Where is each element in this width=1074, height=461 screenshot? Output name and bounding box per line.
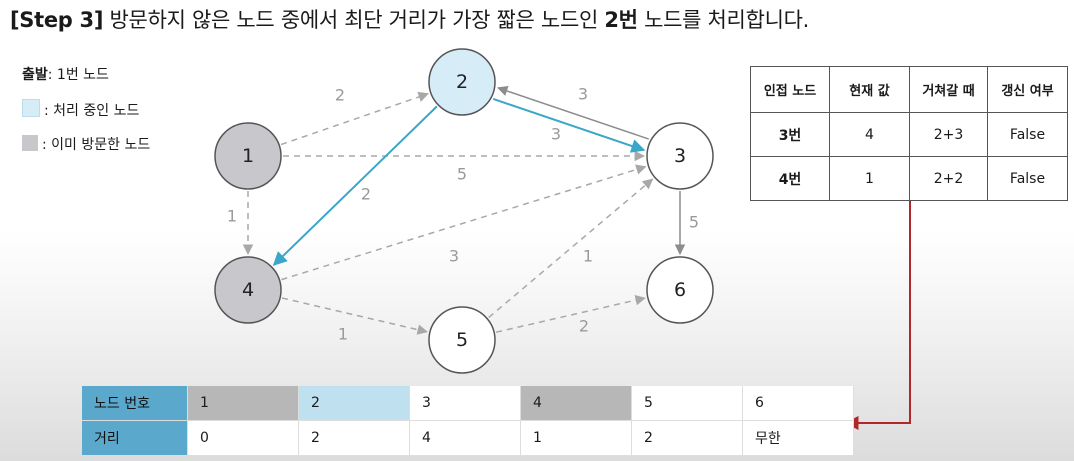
edge-weight-label: 2 (335, 86, 345, 105)
node-label: 1 (242, 145, 254, 167)
adjacency-row: 4번 1 2+2 False (750, 156, 1068, 201)
node-1 (214, 122, 282, 190)
adjacency-cell: 3번 (750, 112, 830, 157)
node-number-cell: 2 (298, 386, 410, 421)
distance-cell: 4 (409, 420, 521, 456)
legend-start-value: : 1번 노드 (47, 67, 109, 83)
legend-processing: : 처리 중인 노드 (22, 99, 139, 120)
node-2 (428, 48, 496, 116)
title-highlight: 2번 (604, 8, 638, 32)
node-number-cell: 4 (520, 386, 632, 421)
edge-4-to-5 (281, 297, 428, 335)
distance-cell: 무한 (742, 420, 854, 456)
adjacency-cell: 1 (829, 156, 910, 201)
adjacency-header: 현재 값 (829, 66, 910, 113)
edge-1-to-2 (280, 91, 429, 146)
processing-swatch (22, 99, 40, 117)
distance-node-row: 노드 번호 1 2 3 4 5 6 (82, 386, 854, 421)
title-text-b: 노드를 처리합니다. (637, 8, 810, 32)
edge-weight-label: 2 (361, 185, 371, 204)
title-text-a: 방문하지 않은 노드 중에서 최단 거리가 가장 짧은 노드인 (103, 8, 605, 32)
edge-weight-label: 1 (583, 247, 593, 266)
adjacency-header: 갱신 여부 (987, 66, 1068, 113)
distance-table: 노드 번호 1 2 3 4 5 6 거리 0 2 4 1 2 무한 (82, 386, 854, 456)
legend-start: 출발: 1번 노드 (22, 64, 109, 84)
visited-swatch (22, 135, 38, 151)
distance-row-label: 거리 (82, 420, 188, 456)
edge-5-to-6 (495, 295, 646, 333)
red-connector-arrow (844, 200, 911, 430)
edge-weight-label: 2 (579, 317, 589, 336)
node-number-cell: 3 (409, 386, 521, 421)
edge-weight-label: 3 (551, 125, 561, 144)
adjacency-cell: 2+3 (909, 112, 988, 157)
node-5 (428, 306, 496, 374)
node-number-cell: 6 (742, 386, 854, 421)
adjacency-row: 3번 4 2+3 False (750, 112, 1068, 157)
node-number-cell: 5 (631, 386, 743, 421)
adjacency-table: 인접 노드 현재 값 거쳐갈 때 갱신 여부 3번 4 2+3 False 4번… (750, 66, 1068, 201)
edge-2-to-3 (492, 97, 646, 153)
distance-row-label: 노드 번호 (82, 386, 188, 421)
adjacency-header: 거쳐갈 때 (909, 66, 988, 113)
adjacency-cell: False (987, 112, 1068, 157)
node-label: 5 (456, 329, 468, 351)
edge-weight-label: 5 (457, 165, 467, 184)
distance-value-row: 거리 0 2 4 1 2 무한 (82, 420, 854, 456)
distance-cell: 2 (298, 420, 410, 456)
step-label: [Step 3] (10, 8, 104, 32)
distance-cell: 1 (520, 420, 632, 456)
node-label: 4 (242, 279, 254, 301)
node-label: 6 (674, 279, 686, 301)
adjacency-header-row: 인접 노드 현재 값 거쳐갈 때 갱신 여부 (750, 66, 1068, 113)
adjacency-cell: 4번 (750, 156, 830, 201)
legend-visited-label: : 이미 방문한 노드 (42, 137, 151, 153)
adjacency-cell: False (987, 156, 1068, 201)
edge-weight-label: 3 (449, 247, 459, 266)
node-3 (646, 122, 714, 190)
edge-weight-label: 1 (338, 325, 348, 344)
node-number-cell: 1 (187, 386, 299, 421)
node-4 (214, 256, 282, 324)
legend-start-label: 출발 (22, 67, 48, 83)
node-label: 2 (456, 71, 468, 93)
edge-weight-label: 5 (689, 213, 699, 232)
distance-cell: 0 (187, 420, 299, 456)
edge-weight-label: 3 (578, 85, 588, 104)
edge-2-to-4 (272, 105, 438, 266)
legend-visited: : 이미 방문한 노드 (22, 134, 150, 154)
edge-weight-label: 1 (227, 207, 237, 226)
adjacency-header: 인접 노드 (750, 66, 830, 113)
adjacency-cell: 2+2 (909, 156, 988, 201)
adjacency-cell: 4 (829, 112, 910, 157)
step-title: [Step 3] 방문하지 않은 노드 중에서 최단 거리가 가장 짧은 노드인… (10, 4, 809, 34)
edge-5-to-3 (488, 178, 654, 318)
distance-cell: 2 (631, 420, 743, 456)
legend-processing-label: : 처리 중인 노드 (44, 103, 140, 119)
edge-3-to-2 (497, 85, 650, 140)
node-6 (646, 256, 714, 324)
node-label: 3 (674, 145, 686, 167)
edge-4-to-3 (281, 164, 647, 281)
